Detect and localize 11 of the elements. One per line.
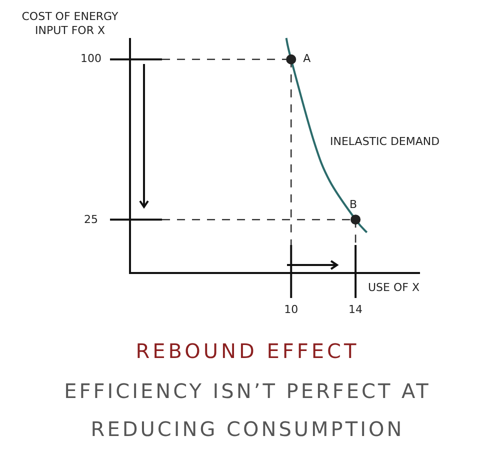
tick-label: 14 — [348, 303, 364, 317]
tick-label: 100 — [80, 52, 102, 66]
title: REBOUND EFFECT — [134, 338, 360, 364]
point-label: A — [303, 52, 311, 66]
axis-title: USE OF X — [368, 281, 420, 295]
tick-label: 10 — [283, 303, 300, 317]
caption: EFFICIENCY ISN’T PERFECT AT REDUCING CONSUMPTION — [63, 378, 432, 443]
axis-title: COST OF ENERGY INPUT FOR X — [20, 10, 120, 38]
tick-label: 25 — [83, 212, 99, 227]
point-label: B — [350, 198, 358, 212]
curve-label: INELASTIC DEMAND — [330, 135, 440, 149]
